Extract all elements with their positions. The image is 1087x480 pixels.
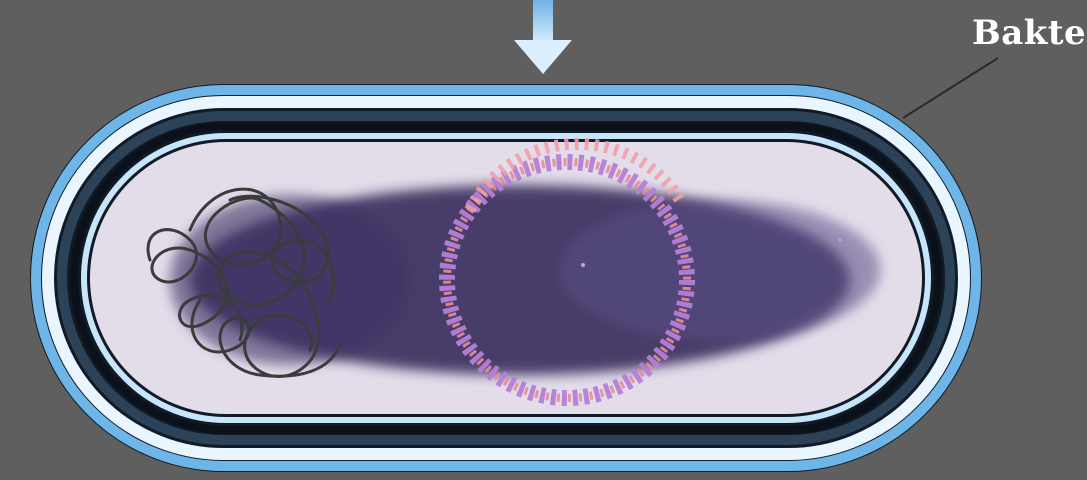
callout-leader-line: [903, 58, 998, 118]
down-arrow-icon: [514, 0, 572, 74]
cytoplasm-speck: [839, 239, 842, 242]
bacterium-label: Bakter: [972, 13, 1087, 53]
cytoplasm-speck: [581, 263, 585, 267]
